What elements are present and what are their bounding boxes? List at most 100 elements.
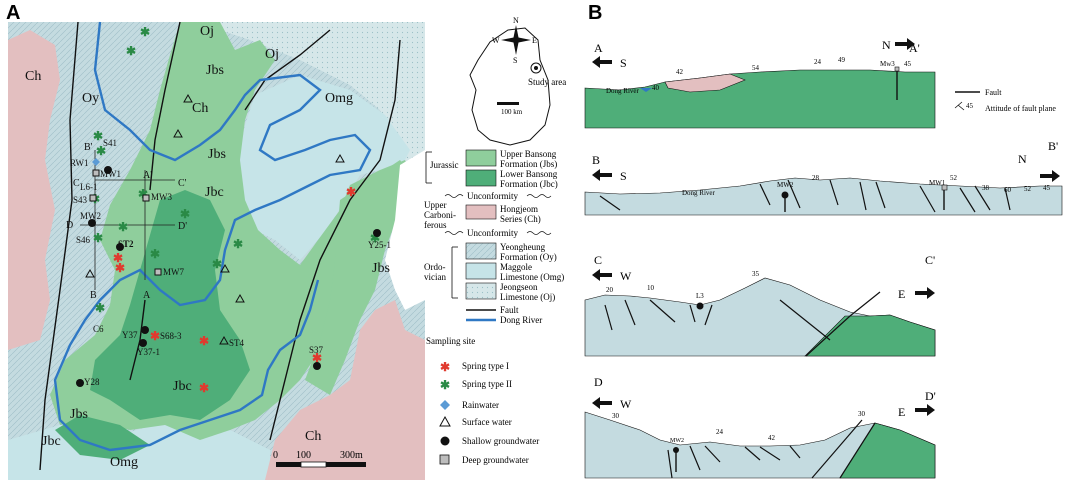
spring1-icon: ✱: [115, 261, 125, 275]
section-cc-left-end: C: [594, 253, 602, 267]
site-label-s43: S43: [73, 195, 88, 205]
geologic-map: Ch Oy Oj Oj Ch Jbs Omg Jbs Jbc Jbs Jbc J…: [8, 21, 425, 480]
dip-dd-2: 24: [716, 428, 724, 436]
panel-label-b: B: [588, 2, 602, 24]
section-legend: Fault 45 Attitude of fault plane: [954, 88, 1056, 113]
legend-upper-carb-3: ferous: [424, 220, 447, 230]
legend-swatch-jbs: [465, 149, 497, 167]
unit-label-ch-2: Ch: [192, 101, 208, 116]
site-label-mw2: MW2: [80, 211, 101, 221]
legend-ordovician-1: Ordo-: [424, 262, 446, 272]
inset-map: Study area N S E W 100 km: [469, 16, 566, 146]
arrow-right-icon: [915, 287, 935, 299]
legend-spring2: Spring type II: [462, 379, 512, 389]
unit-label-omg-2: Omg: [110, 455, 138, 470]
site-label-mw3: MW3: [151, 192, 172, 202]
compass-rose: N S E W: [492, 16, 537, 65]
deep-gw-icon: [154, 268, 162, 276]
site-label-mw1: MW1: [100, 169, 121, 179]
legend-swatch-jbc: [465, 169, 497, 187]
site-label-mw7: MW7: [163, 267, 184, 277]
spring2-icon: ✱: [93, 231, 103, 245]
section-aa: A S A' N Dong River Mw3 40 42 54 24 49 4…: [584, 38, 936, 129]
spring2-icon: ✱: [118, 220, 128, 234]
section-bb-well2: MW1: [929, 179, 946, 187]
dip-bb-6: 45: [1043, 184, 1051, 192]
panel-label-a: A: [6, 2, 20, 24]
site-label-s68-3: S68-3: [160, 331, 182, 341]
section-aa-river: Dong River: [606, 87, 640, 95]
site-label-st2: ST2: [118, 239, 134, 249]
unit-label-oj-2: Oj: [265, 47, 279, 62]
legend-oj-1: Jeongseon: [500, 282, 538, 292]
spring2-icon: ✱: [93, 129, 103, 143]
section-dd-right-end: D': [925, 389, 936, 403]
legend-shallow: Shallow groundwater: [462, 436, 539, 446]
legend-swatch-oj: [465, 282, 497, 300]
surface-water-icon: [335, 153, 345, 163]
legend-ch-1: Hongjeom: [500, 204, 538, 214]
deep-gw-icon: [142, 194, 150, 202]
spring1-icon: ✱: [346, 185, 356, 199]
arrow-left-icon: [592, 397, 612, 409]
spring2-icon: ✱: [126, 44, 136, 58]
map-label-b: B: [90, 290, 97, 301]
map-label-c: C: [73, 178, 80, 189]
legend-swatch-omg: [465, 262, 497, 280]
dip-bb-3: 38: [982, 184, 990, 192]
map-label-b-prime: B': [84, 142, 93, 153]
legend-rainwater-icon: [440, 400, 450, 410]
scale-tick-300: 300m: [340, 450, 363, 461]
unit-oj-area: [195, 22, 425, 200]
legend-swatch-ch: [465, 204, 497, 220]
legend-rainwater: Rainwater: [462, 400, 499, 410]
site-label-c6: C6: [93, 324, 104, 334]
legend-unconformity-2: Unconformity: [467, 228, 518, 238]
site-label-st4: ST4: [229, 338, 245, 348]
legend-jbc-2: Formation (Jbc): [500, 179, 558, 189]
dip-bb-1: 28: [812, 174, 820, 182]
legend-upper-carb-1: Upper: [424, 200, 447, 210]
unit-label-omg-1: Omg: [325, 91, 353, 106]
legend-upper-carb-2: Carboni-: [424, 210, 456, 220]
unit-label-jbs-3: Jbs: [372, 261, 390, 276]
legend-jbc-1: Lower Bansong: [500, 169, 558, 179]
scale-tick-100: 100: [296, 450, 311, 461]
site-label-y28: Y28: [84, 377, 100, 387]
rainwater-icon: [92, 158, 100, 166]
legend-deep-icon: [439, 454, 450, 465]
compass-w: W: [492, 36, 500, 45]
compass-s: S: [513, 56, 517, 65]
legend-ch-2: Series (Ch): [500, 214, 541, 224]
legend-spring1: Spring type I: [462, 361, 509, 371]
legend-swatch-oy: [465, 242, 497, 260]
section-legend-attitude: Attitude of fault plane: [985, 104, 1056, 113]
dip-aa-4: 24: [814, 58, 822, 66]
legend-spring2-icon: ✱: [440, 378, 450, 392]
site-label-s37: S37: [309, 345, 324, 355]
map-label-d: D: [66, 220, 73, 231]
unit-label-jbc-2: Jbc: [173, 379, 192, 394]
map-label-c-prime: C': [178, 178, 187, 189]
unit-label-jbc-1: Jbc: [205, 185, 224, 200]
site-label-rw1: RW1: [70, 158, 89, 168]
unit-label-ch-1: Ch: [25, 69, 41, 84]
legend-dong-river: Dong River: [500, 315, 542, 325]
spring2-icon: ✱: [212, 257, 222, 271]
section-legend-fault: Fault: [985, 88, 1002, 97]
legend-oj-2: Limestone (Oj): [500, 292, 555, 302]
section-cc-right-dir: E: [898, 287, 905, 301]
section-dd-well: MW2: [670, 438, 684, 444]
section-legend-attitude-num: 45: [966, 102, 974, 110]
shallow-gw-icon: [76, 379, 84, 387]
surface-water-icon: [173, 128, 183, 138]
section-cc-left-dir: W: [620, 269, 632, 283]
section-bb: B S B' N Dong River MW2 MW1 28 52 38 60 …: [584, 139, 1063, 216]
shallow-gw-icon: [88, 219, 96, 227]
section-bb-right-end: B': [1048, 139, 1058, 153]
surface-water-icon: [183, 93, 193, 103]
unit-label-ch-3: Ch: [305, 429, 321, 444]
legend-omg-1: Maggole: [500, 262, 532, 272]
inset-study-area: Study area: [528, 77, 566, 87]
site-label-y37-1: Y37-1: [137, 347, 160, 357]
